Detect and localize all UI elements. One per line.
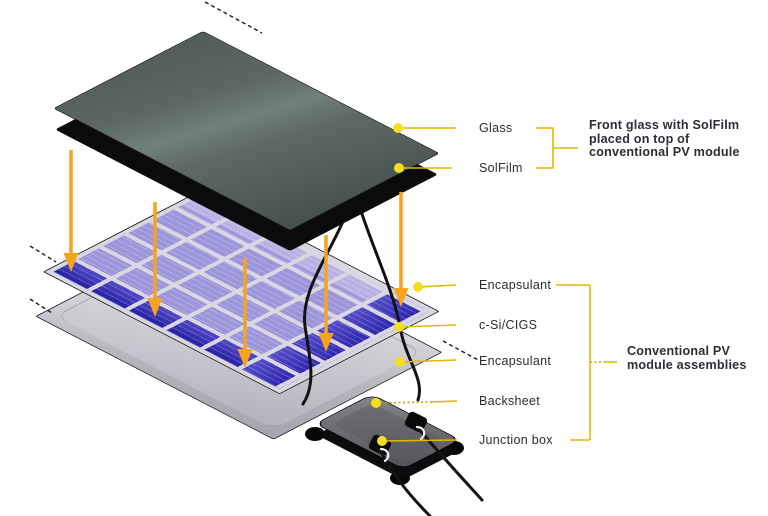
annotation-line: Conventional PV [627,344,731,358]
annotation-line: placed on top of [589,131,690,146]
annotation-line: conventional PV module [589,145,740,159]
label-solfilm: SolFilm [479,161,523,175]
dashed-guide-icon [29,245,57,263]
annotation-line: module assemblies [627,357,747,372]
annotation-conventional-pv: Conventional PV module assemblies [627,344,747,372]
bracket-glass-solfilm [536,127,554,169]
label-encapsulant-top: Encapsulant [479,278,552,292]
leader-encapsulant-top [417,284,457,288]
dot-encapsulant-top [413,282,423,292]
junction-box-foot [305,427,325,441]
label-backsheet: Backsheet [479,394,541,408]
dashed-guide-icon [204,1,263,34]
leader-backsheet [431,400,458,403]
annotation-line: Front glass with SolFilm [589,118,740,132]
dashed-guide-icon [442,340,481,362]
label-c-si-cigs: c-Si/CIGS [479,318,538,332]
annotation-front-glass: Front glass with SolFilm placed on top o… [589,118,740,160]
label-junction-box: Junction box [479,433,553,447]
label-encapsulant-bottom: Encapsulant [479,354,552,368]
label-glass: Glass [479,121,513,135]
